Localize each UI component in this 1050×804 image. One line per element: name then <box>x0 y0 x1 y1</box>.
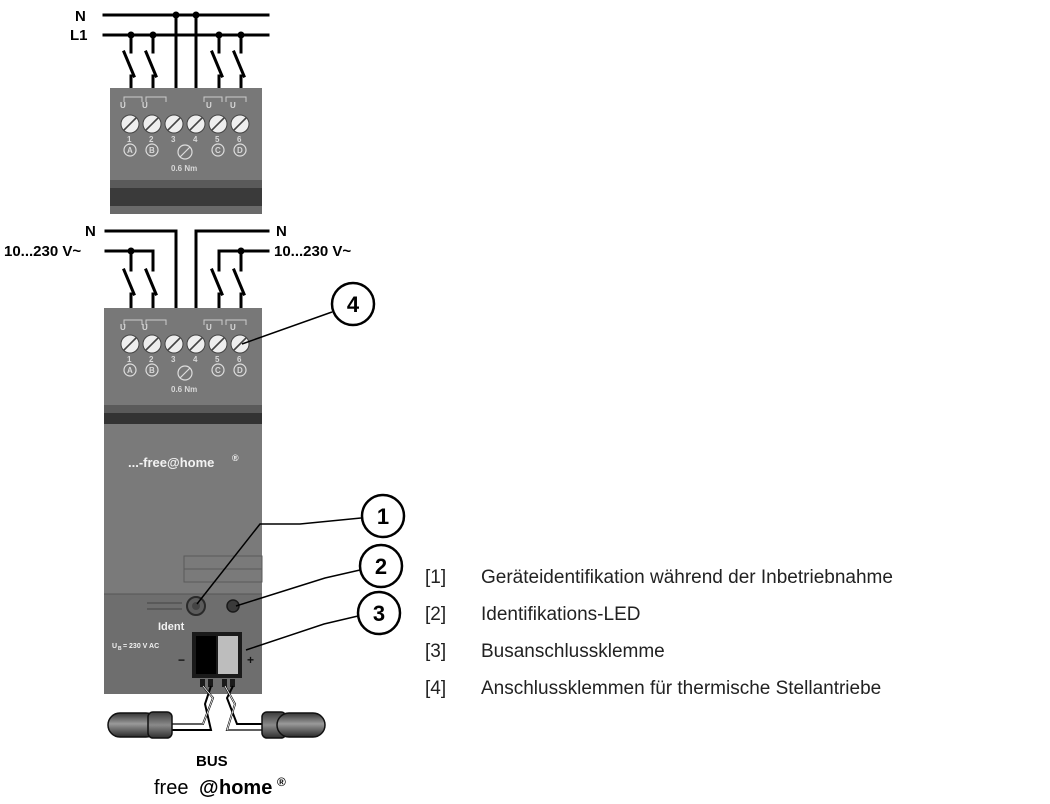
svg-text:3: 3 <box>171 135 176 144</box>
left-voltage-label: 10...230 V~ <box>4 243 81 260</box>
svg-text:U: U <box>230 101 236 110</box>
bus-cable <box>107 685 326 739</box>
legend: [1] Geräteidentifikation während der Inbe… <box>425 566 893 714</box>
legend-text: Busanschlussklemme <box>481 641 665 662</box>
middle-wiring: N 10...230 V~ N 10...230 V~ <box>4 223 351 310</box>
callout-4: 4 <box>241 281 376 345</box>
main-module: U U U U 1 2 3 4 5 6 A B C D 0.6 Nm ...-f… <box>104 308 263 694</box>
svg-text:®: ® <box>277 775 286 789</box>
terminal-number-2: 2 <box>149 355 154 364</box>
bus-minus: − <box>178 653 185 667</box>
svg-text:1: 1 <box>127 135 132 144</box>
callout-2: 2 <box>235 543 404 607</box>
supply-sub: B <box>118 646 122 652</box>
legend-item-3: [3] Busanschlussklemme <box>425 640 893 677</box>
svg-text:@: @ <box>199 777 219 799</box>
legend-text: Geräteidentifikation während der Inbetri… <box>481 567 893 588</box>
legend-number: [1] <box>425 567 447 588</box>
callout-2-number: 2 <box>375 554 387 579</box>
svg-text:4: 4 <box>193 135 198 144</box>
channel-a: A <box>127 366 133 375</box>
ident-label: Ident <box>158 621 185 633</box>
u-label-1: U <box>120 323 126 332</box>
svg-text:U: U <box>120 101 126 110</box>
channel-d: D <box>237 366 243 375</box>
svg-text:B: B <box>149 146 155 155</box>
legend-number: [2] <box>425 604 447 625</box>
supply-u: U <box>112 643 117 650</box>
svg-text:6: 6 <box>237 135 242 144</box>
free-at-home-logo: free @ home ® <box>154 775 286 799</box>
channel-c: C <box>215 366 221 375</box>
callout-1: 1 <box>196 493 406 605</box>
callout-4-number: 4 <box>347 292 360 317</box>
ident-led <box>226 599 240 613</box>
legend-item-4: [4] Anschlussklemmen für thermische Stell… <box>425 677 893 714</box>
legend-item-2: [2] Identifikations-LED <box>425 603 893 640</box>
top-n-label: N <box>75 8 86 25</box>
svg-text:U: U <box>230 323 236 332</box>
svg-text:free: free <box>154 777 188 799</box>
right-voltage-label: 10...230 V~ <box>274 243 351 260</box>
device-brand: ...-free@home <box>128 455 214 470</box>
terminal-number-3: 3 <box>171 355 176 364</box>
terminal-number-1: 1 <box>127 355 132 364</box>
torque-icon <box>177 365 193 381</box>
right-n-label: N <box>276 223 287 240</box>
svg-text:U: U <box>142 323 148 332</box>
svg-text:U: U <box>142 101 148 110</box>
channel-b: B <box>149 366 155 375</box>
legend-number: [3] <box>425 641 447 662</box>
svg-text:5: 5 <box>215 135 220 144</box>
bus-plus: + <box>247 653 254 667</box>
left-n-label: N <box>85 223 96 240</box>
callout-3-number: 3 <box>373 601 385 626</box>
terminal-number-6: 6 <box>237 355 242 364</box>
bus-label: BUS <box>196 753 228 770</box>
svg-text:home: home <box>219 777 272 799</box>
svg-text:0.6 Nm: 0.6 Nm <box>171 164 197 173</box>
svg-text:U: U <box>206 101 212 110</box>
top-module: U U U U 1 2 3 4 5 6 A B C D 0.6 Nm <box>110 88 262 214</box>
terminal-number-4: 4 <box>193 355 198 364</box>
callout-3: 3 <box>245 590 402 651</box>
device-brand-mark: ® <box>232 453 239 463</box>
svg-text:D: D <box>237 146 243 155</box>
top-wiring: N L1 <box>70 8 270 90</box>
svg-text:2: 2 <box>149 135 154 144</box>
torque-label: 0.6 Nm <box>171 385 197 394</box>
legend-item-1: [1] Geräteidentifikation während der Inbe… <box>425 566 893 603</box>
bus-terminal: − + <box>178 632 254 687</box>
svg-text:U: U <box>206 323 212 332</box>
legend-number: [4] <box>425 678 447 699</box>
legend-text: Anschlussklemmen für thermische Stellant… <box>481 678 882 699</box>
callout-1-number: 1 <box>377 504 389 529</box>
terminal-number-5: 5 <box>215 355 220 364</box>
svg-text:A: A <box>127 146 133 155</box>
top-l1-label: L1 <box>70 27 88 44</box>
supply-value: = 230 V AC <box>123 643 159 650</box>
svg-text:C: C <box>215 146 221 155</box>
legend-text: Identifikations-LED <box>481 604 641 625</box>
